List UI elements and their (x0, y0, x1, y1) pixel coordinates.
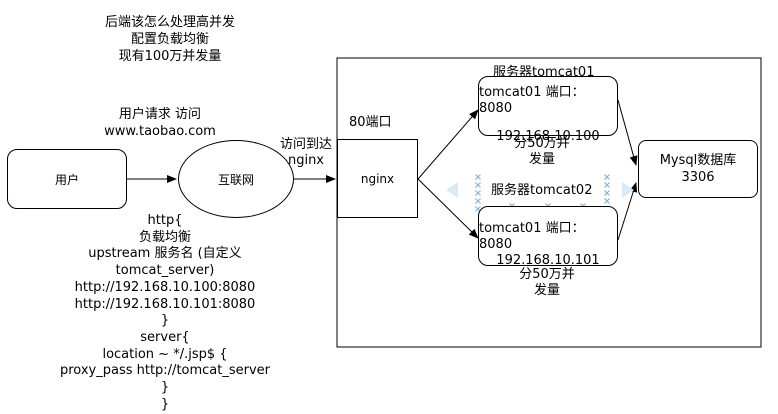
config-line: proxy_pass http://tomcat_server (59, 363, 271, 379)
title-line: 现有100万并发量 (118, 49, 222, 64)
edge-label-line: nginx (287, 153, 325, 168)
nginx-node[interactable]: nginx (337, 139, 418, 218)
config-line: upstream 服务名 (自定义 (88, 246, 242, 262)
internet-node[interactable]: 互联网 (178, 140, 294, 218)
tomcat01-note: 分50万并 发量 (507, 136, 577, 168)
config-line: server{ (140, 329, 190, 345)
user-node-label: 用户 (54, 172, 79, 187)
request-label: 用户请求 访问 www.taobao.com (80, 106, 240, 140)
drag-hint-arrows (446, 182, 634, 198)
connection-handle[interactable] (475, 182, 481, 188)
title-line: 配置负载均衡 (130, 32, 209, 47)
connection-handle[interactable] (604, 190, 610, 196)
config-line: } (160, 313, 170, 329)
config-line: http://192.168.10.100:8080 (74, 279, 256, 295)
connection-handle[interactable] (475, 198, 481, 204)
title-block: 后端该怎么处理高并发 配置负载均衡 现有100万并发量 (80, 14, 260, 65)
mysql-node[interactable]: Mysql数据库 3306 (638, 140, 758, 198)
mysql-port: 3306 (681, 170, 715, 185)
tomcat01-ip: 192.168.10.100 (496, 129, 600, 144)
connection-handle[interactable] (604, 182, 610, 188)
port-label: 80端口 (349, 115, 392, 130)
tomcat02-note: 分50万并 发量 (512, 267, 582, 299)
nginx-node-label: nginx (360, 171, 395, 186)
connection-handle[interactable] (604, 198, 610, 204)
connection-handle[interactable] (475, 174, 481, 180)
tomcat02-port: tomcat01 端口：8080 (479, 221, 585, 252)
config-line: location ~ */.jsp$ { (102, 346, 228, 362)
nginx-config-block: http{ 负载均衡 upstream 服务名 (自定义 tomcat_serv… (40, 213, 290, 413)
config-line: tomcat_server) (115, 263, 215, 279)
arrow-nginx-to-tomcat02 (417, 178, 479, 239)
tomcat01-node[interactable]: tomcat01 端口：8080 192.168.10.100 (478, 76, 618, 144)
tomcat02-ip: 192.168.10.101 (496, 253, 600, 268)
tomcat02-node[interactable]: tomcat01 端口：8080 192.168.10.101 (478, 206, 618, 268)
config-line: 负载均衡 (138, 229, 191, 245)
config-line: http{ (147, 213, 183, 228)
title-line: 后端该怎么处理高并发 (104, 15, 235, 30)
connection-handle[interactable] (604, 174, 610, 180)
arrow-tomcat01-to-mysql (617, 99, 638, 166)
config-line: } (160, 396, 170, 412)
arrow-nginx-to-tomcat01 (417, 109, 479, 180)
connection-handle[interactable] (475, 190, 481, 196)
tomcat01-note-line: 发量 (528, 152, 555, 167)
tomcat01-note-line: 分50万并 (514, 136, 570, 151)
mysql-label: Mysql数据库 (659, 153, 737, 168)
config-line: http://192.168.10.101:8080 (74, 296, 256, 312)
request-line: 用户请求 访问 (118, 107, 202, 122)
config-line: } (160, 380, 170, 396)
edge-label-line: 访问到达 (279, 137, 332, 152)
tomcat02-note-line: 分50万并 (519, 267, 575, 282)
arrow-tomcat02-to-mysql (617, 182, 638, 241)
user-node[interactable]: 用户 (7, 149, 127, 209)
internet-node-label: 互联网 (217, 172, 254, 187)
edge-label: 访问到达 nginx (276, 137, 336, 169)
tomcat02-note-line: 发量 (533, 283, 560, 298)
request-line: www.taobao.com (104, 124, 216, 139)
tomcat01-port: tomcat01 端口：8080 (479, 85, 585, 116)
tomcat02-title: 服务器tomcat02 (491, 183, 593, 198)
